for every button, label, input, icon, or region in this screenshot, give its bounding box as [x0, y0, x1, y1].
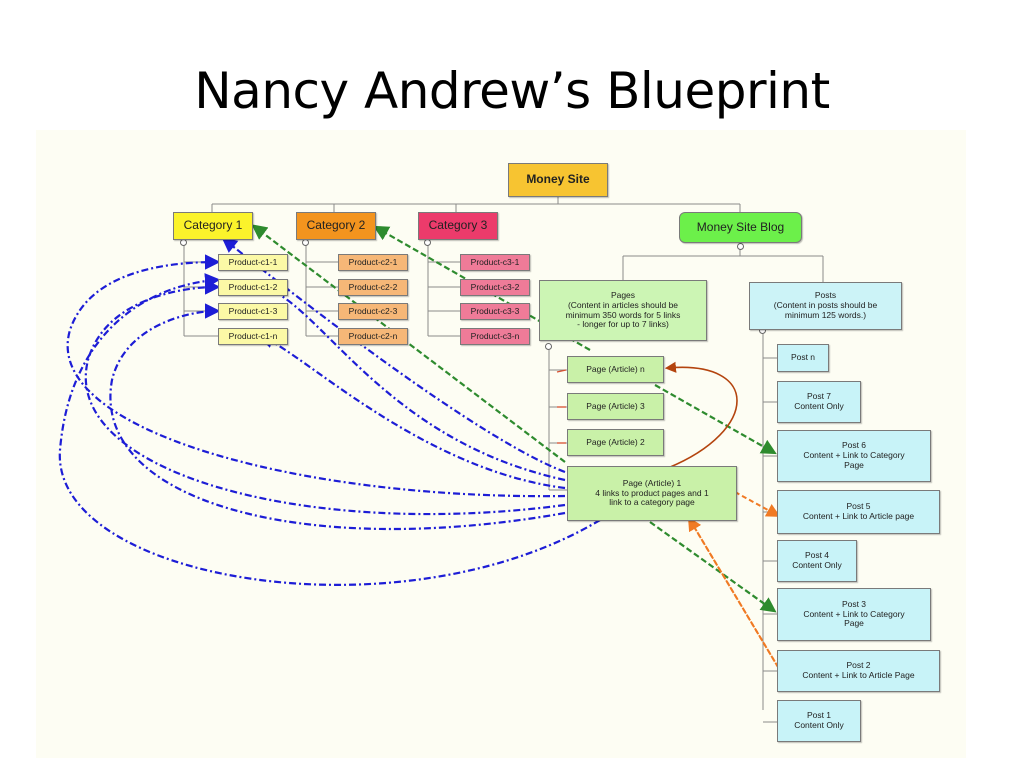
product-c1-3-node[interactable]: Product-c1-3 [218, 303, 288, 320]
collapse-bullet[interactable] [302, 239, 309, 246]
category-3-node[interactable]: Category 3 [418, 212, 498, 240]
pages-header-node[interactable]: Pages (Content in articles should be min… [539, 280, 707, 341]
page-article-2-node[interactable]: Page (Article) 2 [567, 429, 664, 456]
product-c2-n-node[interactable]: Product-c2-n [338, 328, 408, 345]
product-c1-2-node[interactable]: Product-c1-2 [218, 279, 288, 296]
slide-title: Nancy Andrew’s Blueprint [194, 62, 830, 120]
page-article-1-node[interactable]: Page (Article) 1 4 links to product page… [567, 466, 737, 521]
product-c2-1-node[interactable]: Product-c2-1 [338, 254, 408, 271]
collapse-bullet[interactable] [424, 239, 431, 246]
page-article-n-node[interactable]: Page (Article) n [567, 356, 664, 383]
post-3-node[interactable]: Post 3 Content + Link to Category Page [777, 588, 931, 641]
post-5-node[interactable]: Post 5 Content + Link to Article page [777, 490, 940, 534]
page-article-3-node[interactable]: Page (Article) 3 [567, 393, 664, 420]
product-c2-3-node[interactable]: Product-c2-3 [338, 303, 408, 320]
collapse-bullet[interactable] [545, 343, 552, 350]
post-2-node[interactable]: Post 2 Content + Link to Article Page [777, 650, 940, 692]
money-site-blog-node[interactable]: Money Site Blog [679, 212, 802, 243]
post-4-node[interactable]: Post 4 Content Only [777, 540, 857, 582]
product-c2-2-node[interactable]: Product-c2-2 [338, 279, 408, 296]
posts-header-node[interactable]: Posts (Content in posts should be minimu… [749, 282, 902, 330]
product-c3-n-node[interactable]: Product-c3-n [460, 328, 530, 345]
product-c1-n-node[interactable]: Product-c1-n [218, 328, 288, 345]
product-c3-1-node[interactable]: Product-c3-1 [460, 254, 530, 271]
post-6-node[interactable]: Post 6 Content + Link to Category Page [777, 430, 931, 482]
post-7-node[interactable]: Post 7 Content Only [777, 381, 861, 423]
money-site-node[interactable]: Money Site [508, 163, 608, 197]
collapse-bullet[interactable] [180, 239, 187, 246]
category-2-node[interactable]: Category 2 [296, 212, 376, 240]
category-1-node[interactable]: Category 1 [173, 212, 253, 240]
product-c1-1-node[interactable]: Product-c1-1 [218, 254, 288, 271]
product-c3-3-node[interactable]: Product-c3-3 [460, 303, 530, 320]
collapse-bullet[interactable] [737, 243, 744, 250]
product-c3-2-node[interactable]: Product-c3-2 [460, 279, 530, 296]
post-1-node[interactable]: Post 1 Content Only [777, 700, 861, 742]
post-n-node[interactable]: Post n [777, 344, 829, 372]
